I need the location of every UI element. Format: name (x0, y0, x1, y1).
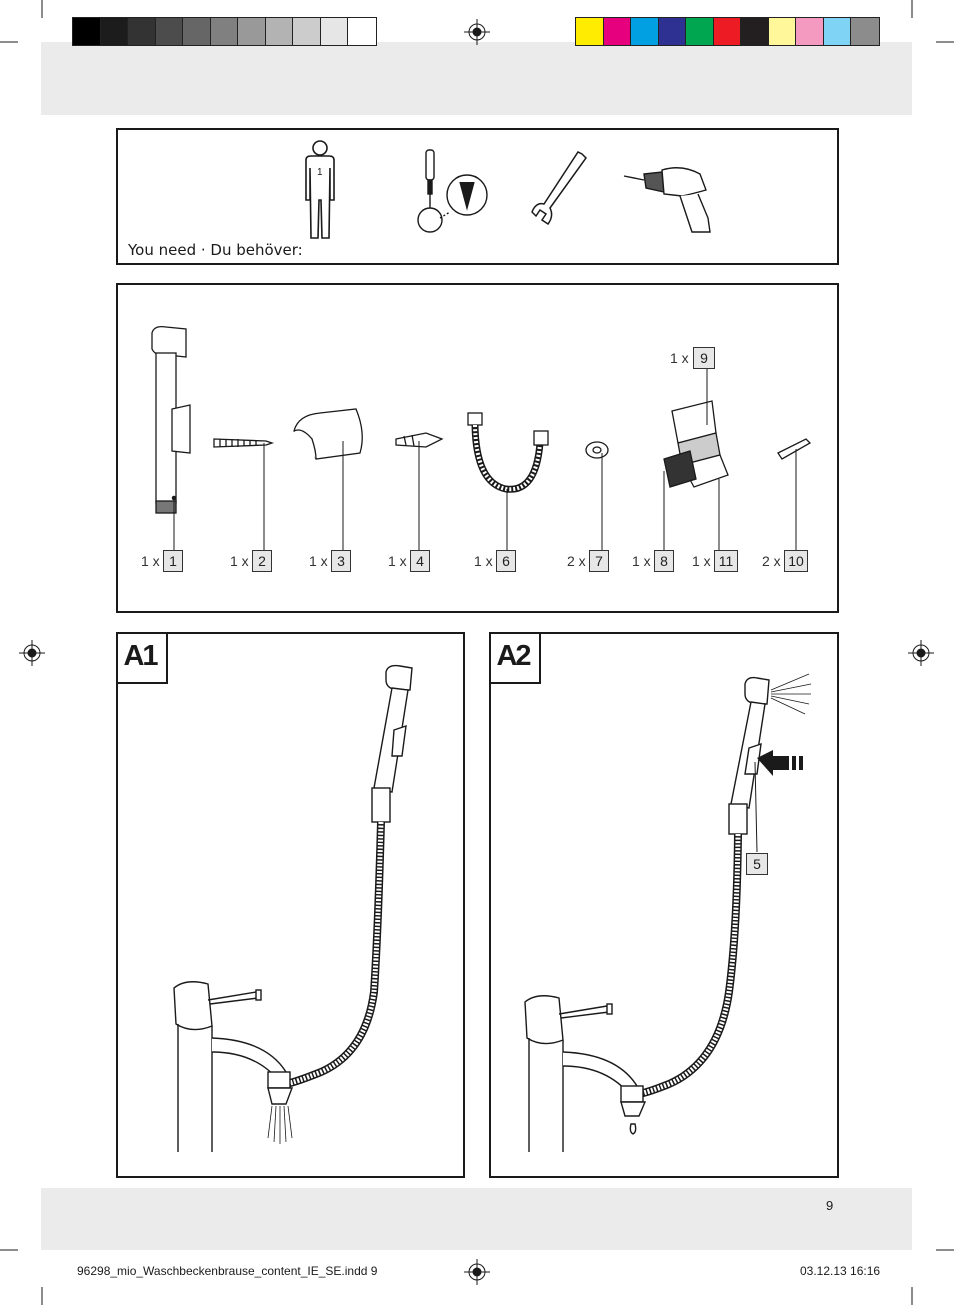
gray-swatch (293, 18, 321, 45)
color-swatch (603, 18, 631, 45)
persons-count: 1 (317, 167, 323, 178)
gray-swatch (238, 18, 266, 45)
part-number: 6 (496, 550, 516, 572)
part-number: 2 (252, 550, 272, 572)
part-qty: 1 x (230, 553, 249, 569)
wrench-icon (531, 151, 587, 226)
gray-swatch (348, 18, 376, 45)
part-number: 4 (410, 550, 430, 572)
part-number: 11 (714, 550, 738, 572)
part-qty: 1 x (388, 553, 407, 569)
hand-shower-part (151, 325, 191, 514)
part-9-number: 9 (693, 347, 715, 369)
color-swatch (658, 18, 686, 45)
gray-color-bar (72, 17, 377, 46)
part-number: 10 (784, 550, 808, 572)
color-swatch (713, 18, 741, 45)
gray-swatch (320, 18, 348, 45)
screw-part (213, 438, 275, 448)
color-swatch (768, 18, 796, 45)
process-color-bar (575, 17, 880, 46)
color-swatch (796, 18, 824, 45)
part-number: 7 (589, 550, 609, 572)
gray-swatch (100, 18, 128, 45)
you-need-label: You need · Du behöver: (128, 241, 303, 259)
wall-clamp-part (293, 408, 363, 460)
part-qty: 1 x (309, 553, 328, 569)
color-swatch (686, 18, 714, 45)
bottom-gray-bar (41, 1188, 912, 1250)
step-a1-illustration (173, 664, 413, 1152)
top-gray-bar (41, 42, 912, 115)
washer-part (585, 441, 609, 459)
step-a2-callout-number: 5 (746, 853, 768, 875)
part-number: 3 (331, 550, 351, 572)
part-qty: 1 x (632, 553, 651, 569)
step-a2-badge: A2 (489, 632, 541, 684)
gray-swatch (155, 18, 183, 45)
drill-icon (623, 167, 711, 233)
part-qty: 1 x (692, 553, 711, 569)
gray-swatch (265, 18, 293, 45)
color-swatch (631, 18, 659, 45)
part-9-label: 1 x 9 (670, 347, 740, 372)
part-9-qty: 1 x (670, 350, 689, 366)
diverter-valve-part (663, 400, 729, 488)
gray-swatch (183, 18, 211, 45)
step-a2-illustration (524, 673, 812, 1152)
flexible-hose-part (467, 412, 549, 493)
gray-swatch (73, 18, 101, 45)
part-number: 8 (654, 550, 674, 572)
part-number: 1 (163, 550, 183, 572)
gasket-part (777, 438, 812, 460)
step-a1-badge: A1 (116, 632, 168, 684)
timestamp: 03.12.13 16:16 (800, 1264, 881, 1278)
part-qty: 1 x (474, 553, 493, 569)
wall-plug-part (395, 432, 444, 448)
color-swatch (741, 18, 769, 45)
color-swatch (851, 18, 879, 45)
parts-drawings (151, 325, 812, 550)
color-swatch (823, 18, 851, 45)
part-qty: 1 x (141, 553, 160, 569)
color-swatch (576, 18, 604, 45)
part-qty: 2 x (567, 553, 586, 569)
screwdriver-icon (417, 149, 488, 233)
page-number: 9 (826, 1198, 834, 1213)
part-qty: 2 x (762, 553, 781, 569)
step-a1-label: A1 (123, 640, 158, 672)
person-icon: 1 (305, 140, 335, 239)
file-slug: 96298_mio_Waschbeckenbrause_content_IE_S… (77, 1264, 378, 1278)
gray-swatch (210, 18, 238, 45)
step-a2-label: A2 (496, 640, 531, 672)
gray-swatch (128, 18, 156, 45)
